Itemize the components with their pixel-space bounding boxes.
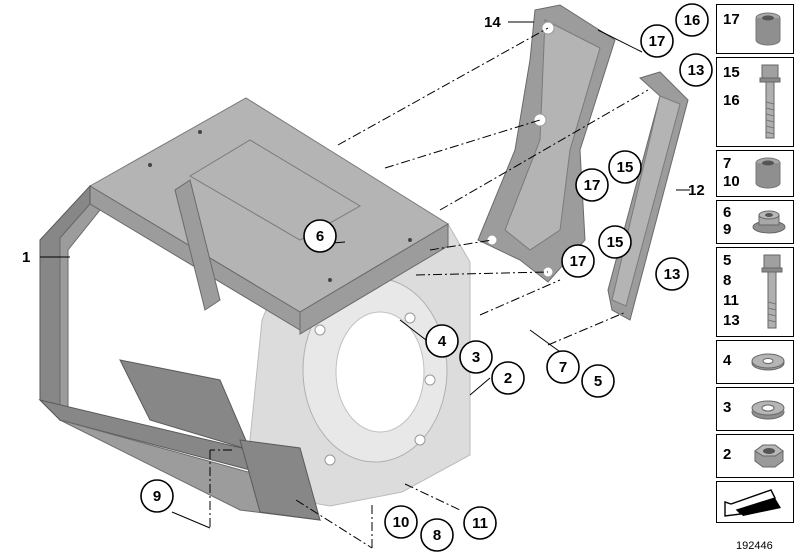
legend-number: 13 <box>723 312 740 329</box>
legend-cell-4: 4 <box>716 340 794 384</box>
legend-number: 8 <box>723 272 732 289</box>
svg-text:4: 4 <box>438 333 447 350</box>
svg-text:14: 14 <box>484 14 501 31</box>
sleeve-icon <box>755 157 781 189</box>
callout-3: 3 <box>459 340 493 374</box>
svg-text:6: 6 <box>316 228 324 245</box>
svg-text:15: 15 <box>607 234 624 251</box>
callout-15-bottom: 15 <box>598 225 632 259</box>
legend-number: 6 <box>723 204 732 221</box>
legend-number: 2 <box>723 446 732 463</box>
strut <box>607 71 689 321</box>
flange-nut-icon <box>752 210 786 234</box>
support-frame <box>38 97 449 521</box>
svg-text:17: 17 <box>649 33 666 50</box>
legend-cell-2: 2 <box>716 434 794 478</box>
hex-bolt-long-icon <box>759 64 781 139</box>
callout-8: 8 <box>420 518 454 552</box>
callout-7: 7 <box>546 350 580 384</box>
legend-cell-3: 3 <box>716 387 794 431</box>
legend-number: 4 <box>723 352 732 369</box>
washer-icon <box>751 353 785 371</box>
diagram-id-number: 192446 <box>736 540 773 552</box>
bracket <box>477 4 616 283</box>
callout-17-bottom: 17 <box>561 244 595 278</box>
callout-13-bottom: 13 <box>655 257 689 291</box>
callout-14: 14 <box>484 14 501 31</box>
legend-cell-17: 17 <box>716 4 794 54</box>
svg-text:12: 12 <box>688 182 705 199</box>
parts-legend: 17 15 16 7 10 6 9 <box>716 4 796 526</box>
legend-number: 5 <box>723 252 732 269</box>
legend-cell-7-10: 7 10 <box>716 150 794 197</box>
svg-text:5: 5 <box>594 373 602 390</box>
legend-number: 3 <box>723 399 732 416</box>
svg-text:17: 17 <box>584 177 601 194</box>
hex-bolt-icon <box>761 254 783 329</box>
legend-number: 17 <box>723 11 740 28</box>
callout-1: 1 <box>22 249 30 266</box>
callout-12: 12 <box>688 182 705 199</box>
legend-number: 10 <box>723 173 740 190</box>
svg-text:8: 8 <box>433 527 441 544</box>
svg-text:2: 2 <box>504 370 512 387</box>
svg-text:3: 3 <box>472 349 480 366</box>
callout-9: 9 <box>140 479 174 513</box>
callout-6: 6 <box>303 219 337 253</box>
callout-15-top: 15 <box>608 150 642 184</box>
legend-number: 16 <box>723 92 740 109</box>
legend-number: 15 <box>723 64 740 81</box>
callout-4: 4 <box>425 324 459 358</box>
legend-cell-6-9: 6 9 <box>716 200 794 244</box>
svg-text:17: 17 <box>570 253 587 270</box>
legend-cell-15-16: 15 16 <box>716 57 794 147</box>
svg-text:10: 10 <box>393 514 410 531</box>
svg-text:11: 11 <box>472 515 488 532</box>
callout-5: 5 <box>581 364 615 398</box>
callout-13-top: 13 <box>679 53 713 87</box>
washer-icon <box>751 400 785 420</box>
callout-17-middle: 17 <box>575 168 609 202</box>
arrow-icon <box>724 489 781 517</box>
legend-number: 7 <box>723 155 732 172</box>
svg-text:16: 16 <box>684 12 701 29</box>
leader-lines <box>40 21 690 549</box>
svg-text:9: 9 <box>153 488 161 505</box>
svg-text:1: 1 <box>22 249 30 266</box>
svg-text:13: 13 <box>688 62 705 79</box>
legend-cell-arrow <box>716 481 794 523</box>
hex-nut-icon <box>754 444 784 468</box>
svg-text:7: 7 <box>559 359 567 376</box>
svg-text:13: 13 <box>664 266 681 283</box>
sleeve-icon <box>755 12 781 46</box>
legend-number: 9 <box>723 221 732 238</box>
callout-16: 16 <box>675 3 709 37</box>
legend-number: 11 <box>723 292 739 309</box>
callout-11: 11 <box>463 506 497 540</box>
callout-2: 2 <box>491 361 525 395</box>
svg-text:15: 15 <box>617 159 634 176</box>
legend-cell-5-8-11-13: 5 8 11 13 <box>716 247 794 337</box>
callout-10: 10 <box>384 505 418 539</box>
callout-17-top: 17 <box>640 24 674 58</box>
